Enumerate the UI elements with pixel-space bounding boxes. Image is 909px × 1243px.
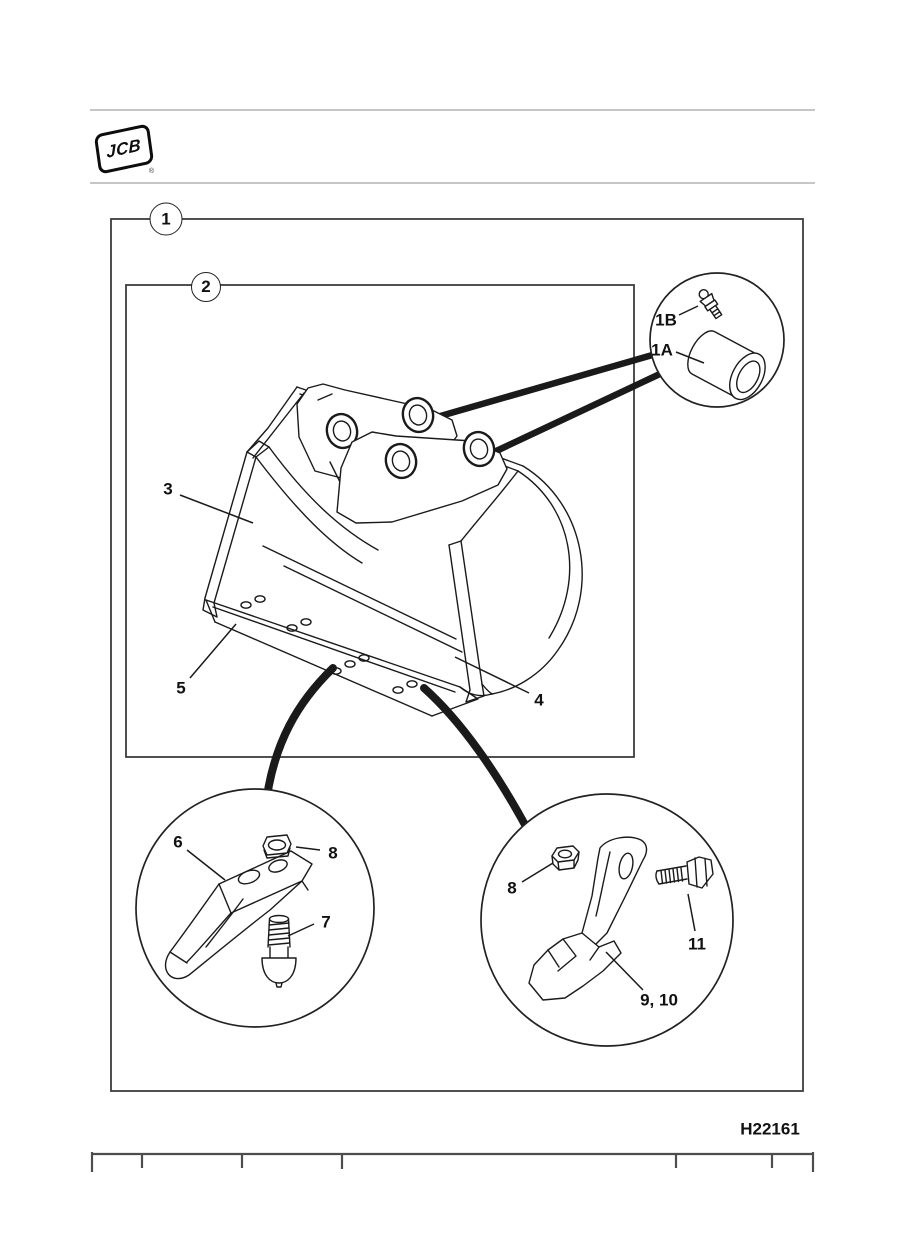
- detail-circle-corner: [480, 793, 734, 1047]
- callout-1-badge: 1: [149, 202, 183, 236]
- bolt-illustration-plow: [261, 914, 297, 988]
- label-8-left: 8: [328, 843, 338, 863]
- jcb-logo-text: JCB: [106, 135, 142, 162]
- bucket-shell: [459, 465, 583, 697]
- bottom-trim-marks: [90, 1152, 815, 1172]
- tooth-illustration: [164, 850, 313, 980]
- jcb-logo: JCB ®: [93, 123, 155, 175]
- hanger-brackets: [296, 383, 508, 524]
- label-4: 4: [534, 690, 544, 710]
- left-side-cutter: [202, 440, 270, 618]
- outer-frame-box: [110, 218, 804, 1092]
- label-8-right: 8: [507, 878, 517, 898]
- nut-illustration-right: [551, 845, 580, 871]
- label-5: 5: [176, 678, 186, 698]
- jcb-logo-box: JCB: [93, 123, 155, 175]
- label-6: 6: [173, 832, 183, 852]
- header-rules: [90, 109, 815, 184]
- nut-illustration-left: [262, 834, 292, 859]
- label-1b: 1B: [655, 310, 677, 330]
- corner-leader-line: [420, 684, 534, 838]
- label-3: 3: [163, 479, 173, 499]
- bolt-illustration-hex: [655, 856, 714, 889]
- pivot-leader-lines: [426, 350, 666, 457]
- grease-nipple-illustration: [698, 289, 723, 320]
- right-side-cutter: [448, 540, 485, 703]
- detail-circle-tooth: [135, 788, 375, 1028]
- registered-trademark: ®: [148, 168, 154, 175]
- figure-code: H22161: [740, 1119, 800, 1139]
- label-1a: 1A: [651, 340, 673, 360]
- label-11: 11: [688, 934, 706, 954]
- label-9-10: 9, 10: [640, 990, 678, 1010]
- bush-illustration: [687, 330, 766, 401]
- callout-2-badge: 2: [191, 272, 221, 302]
- bucket-illustration: [202, 383, 583, 717]
- callout-leader-lines: [179, 305, 705, 991]
- inner-frame-box: [125, 284, 635, 758]
- corner-tooth-illustration: [528, 836, 648, 1001]
- detail-circle-pivot: [649, 272, 785, 408]
- label-7: 7: [321, 912, 331, 932]
